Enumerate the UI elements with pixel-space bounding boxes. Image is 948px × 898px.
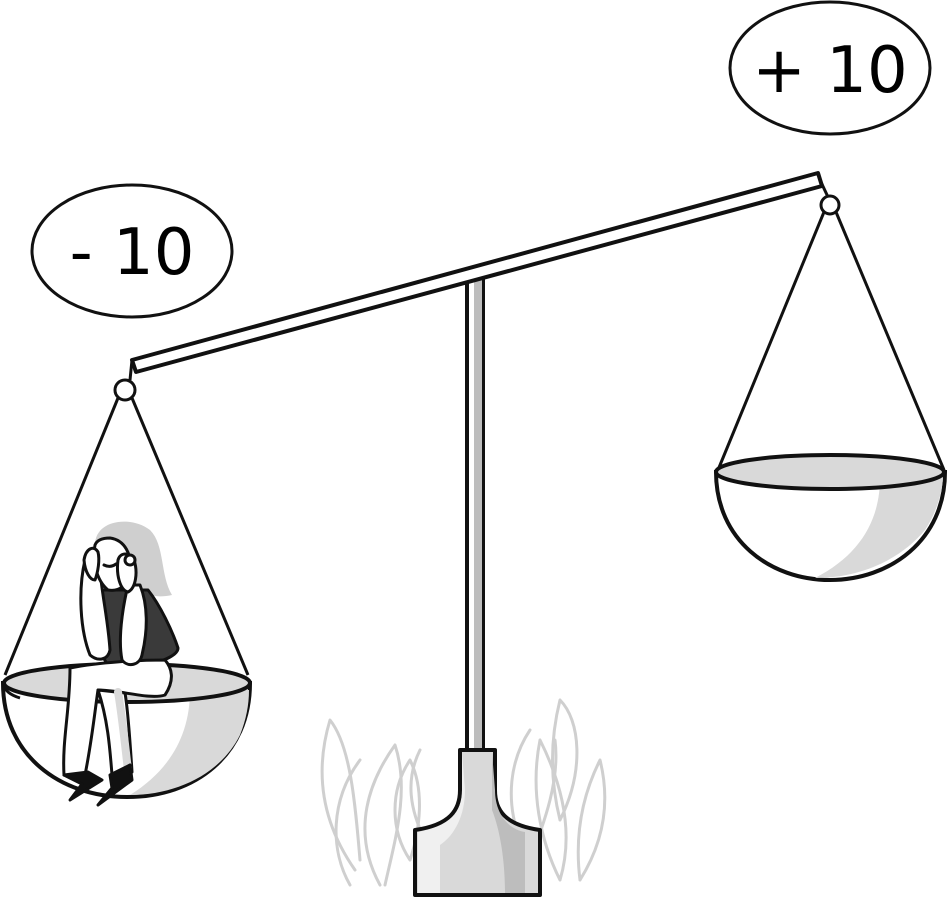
left-score-value: - 10 xyxy=(70,216,195,290)
sad-woman-icon xyxy=(62,521,180,807)
right-pan-hanger xyxy=(716,194,946,471)
right-score-badge: + 10 xyxy=(728,0,932,136)
background-leaves-icon xyxy=(320,698,607,887)
scale-stand xyxy=(465,273,485,757)
scale-beam xyxy=(128,171,830,381)
left-score-badge: - 10 xyxy=(30,183,234,319)
left-pan xyxy=(2,683,21,700)
left-pan-hanger xyxy=(3,378,250,676)
right-score-value: + 10 xyxy=(752,34,907,108)
scale-base xyxy=(413,748,542,897)
right-pan xyxy=(713,453,948,583)
